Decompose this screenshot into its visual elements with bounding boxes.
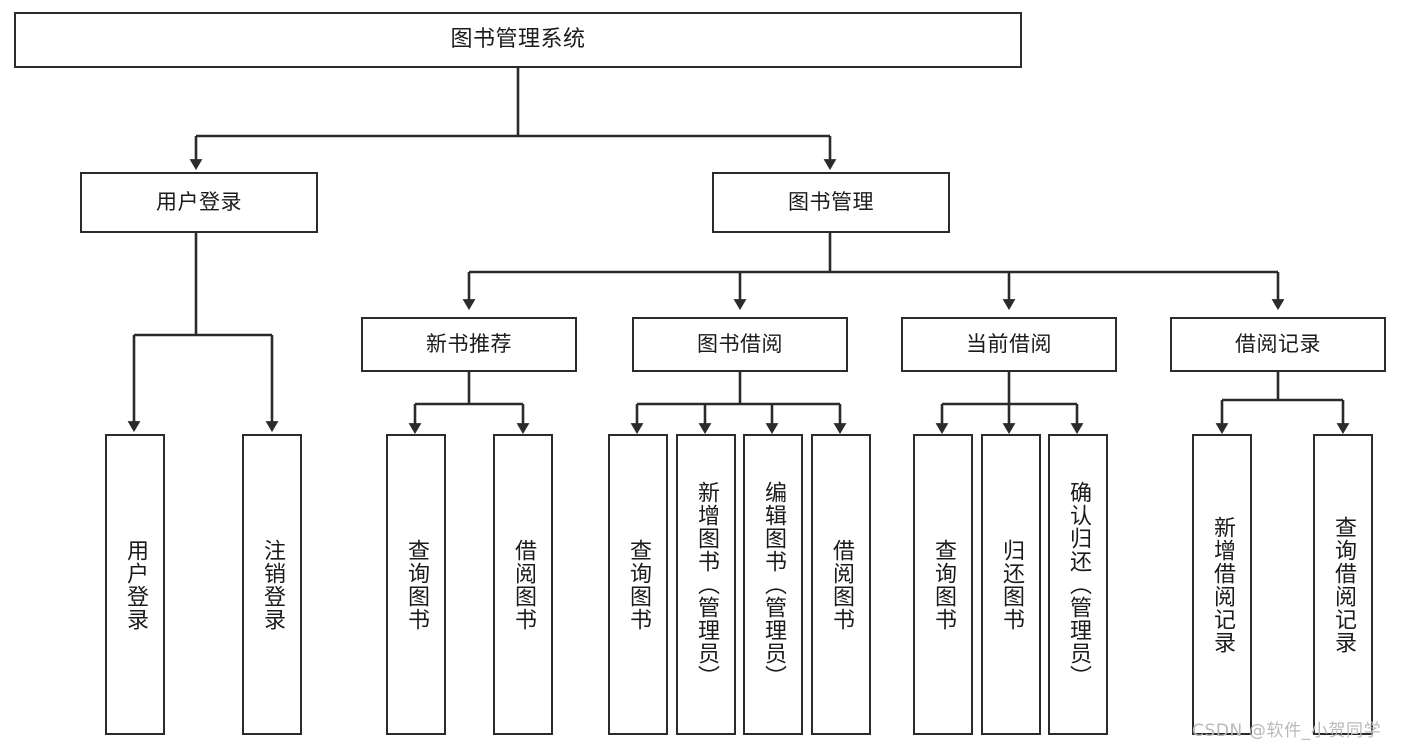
node-user-login[interactable]: 用户登录 xyxy=(80,172,318,233)
node-leaf-borrow-book-1-label: 借阅图书 xyxy=(510,538,536,631)
node-leaf-logout-login-label: 注销登录 xyxy=(259,538,285,631)
node-root[interactable]: 图书管理系统 xyxy=(14,12,1022,68)
node-borrow-record-label: 借阅记录 xyxy=(1235,331,1321,356)
node-leaf-query-record[interactable]: 查询借阅记录 xyxy=(1313,434,1373,735)
node-leaf-borrow-book-2[interactable]: 借阅图书 xyxy=(811,434,871,735)
node-leaf-query-book-3[interactable]: 查询图书 xyxy=(913,434,973,735)
node-leaf-add-book[interactable]: 新增图书（管理员） xyxy=(676,434,736,735)
node-leaf-user-login[interactable]: 用户登录 xyxy=(105,434,165,735)
node-leaf-add-record[interactable]: 新增借阅记录 xyxy=(1192,434,1252,735)
node-current-borrow[interactable]: 当前借阅 xyxy=(901,317,1117,372)
node-leaf-logout-login[interactable]: 注销登录 xyxy=(242,434,302,735)
node-new-book-recommend[interactable]: 新书推荐 xyxy=(361,317,577,372)
node-leaf-return-book-label: 归还图书 xyxy=(998,538,1024,631)
node-leaf-borrow-book-2-label: 借阅图书 xyxy=(828,538,854,631)
node-new-book-recommend-label: 新书推荐 xyxy=(426,331,512,356)
node-book-borrow[interactable]: 图书借阅 xyxy=(632,317,848,372)
node-user-login-label: 用户登录 xyxy=(156,189,242,214)
node-current-borrow-label: 当前借阅 xyxy=(966,331,1052,356)
node-leaf-add-record-label: 新增借阅记录 xyxy=(1209,515,1235,654)
node-leaf-query-book-3-label: 查询图书 xyxy=(930,538,956,631)
node-leaf-edit-book[interactable]: 编辑图书（管理员） xyxy=(743,434,803,735)
node-leaf-query-record-label: 查询借阅记录 xyxy=(1330,515,1356,654)
node-leaf-return-book[interactable]: 归还图书 xyxy=(981,434,1041,735)
node-book-borrow-label: 图书借阅 xyxy=(697,331,783,356)
csdn-watermark: CSDN @软件_小贺同学 xyxy=(1192,721,1382,741)
node-leaf-query-book-1[interactable]: 查询图书 xyxy=(386,434,446,735)
node-leaf-add-book-label: 新增图书（管理员） xyxy=(693,481,719,688)
node-root-label: 图书管理系统 xyxy=(450,26,586,52)
node-leaf-confirm-return[interactable]: 确认归还（管理员） xyxy=(1048,434,1108,735)
node-leaf-query-book-2-label: 查询图书 xyxy=(625,538,651,631)
node-leaf-confirm-return-label: 确认归还（管理员） xyxy=(1065,481,1091,688)
node-leaf-query-book-2[interactable]: 查询图书 xyxy=(608,434,668,735)
node-book-manage-label: 图书管理 xyxy=(788,189,874,214)
node-leaf-edit-book-label: 编辑图书（管理员） xyxy=(760,481,786,688)
node-leaf-query-book-1-label: 查询图书 xyxy=(403,538,429,631)
node-leaf-borrow-book-1[interactable]: 借阅图书 xyxy=(493,434,553,735)
node-borrow-record[interactable]: 借阅记录 xyxy=(1170,317,1386,372)
node-book-manage[interactable]: 图书管理 xyxy=(712,172,950,233)
node-leaf-user-login-label: 用户登录 xyxy=(122,538,148,631)
